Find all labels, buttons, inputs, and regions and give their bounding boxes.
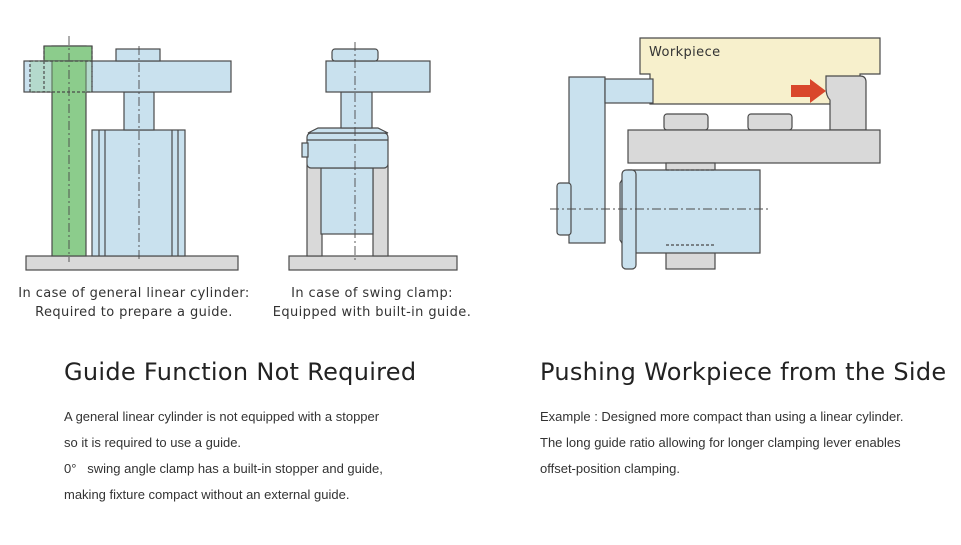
general-cylinder-caption: In case of general linear cylinder: Requ… [18,286,250,320]
push-arrow-icon [791,79,826,103]
fixture-table [627,129,881,164]
left-diagrams [23,36,458,271]
swing-clamp-body [619,169,761,254]
swing-clamp-caption: In case of swing clamp: Equipped with bu… [272,286,472,320]
guide-line: A general linear cylinder is not equippe… [64,409,380,424]
guide-line: 0° swing angle clamp has a built-in stop… [64,461,383,476]
push-line: The long guide ratio allowing for longer… [540,435,901,450]
guide-section-heading: Guide Function Not Required [64,358,417,386]
side-push-diagram: Workpiece [550,37,881,270]
push-section-heading: Pushing Workpiece from the Side [540,358,947,386]
guide-line: so it is required to use a guide. [64,435,242,450]
general-cylinder-diagram [23,36,239,271]
clamp-arm [325,60,431,93]
swing-clamp-diagram [288,42,458,271]
guide-section-body: A general linear cylinder is not equippe… [64,404,383,508]
cylinder-body [91,129,186,257]
guide-line: making fixture compact without an extern… [64,487,350,502]
push-section-body: Example : Designed more compact than usi… [540,404,903,482]
base-plate [25,255,239,271]
base-plate [288,255,458,271]
swing-clamp-body [320,167,374,235]
stopper-jaw [825,75,867,131]
push-line: Example : Designed more compact than usi… [540,409,904,424]
clamp-lever [568,76,606,244]
workpiece-label: Workpiece [649,45,721,60]
push-line: offset-position clamping. [540,461,680,476]
